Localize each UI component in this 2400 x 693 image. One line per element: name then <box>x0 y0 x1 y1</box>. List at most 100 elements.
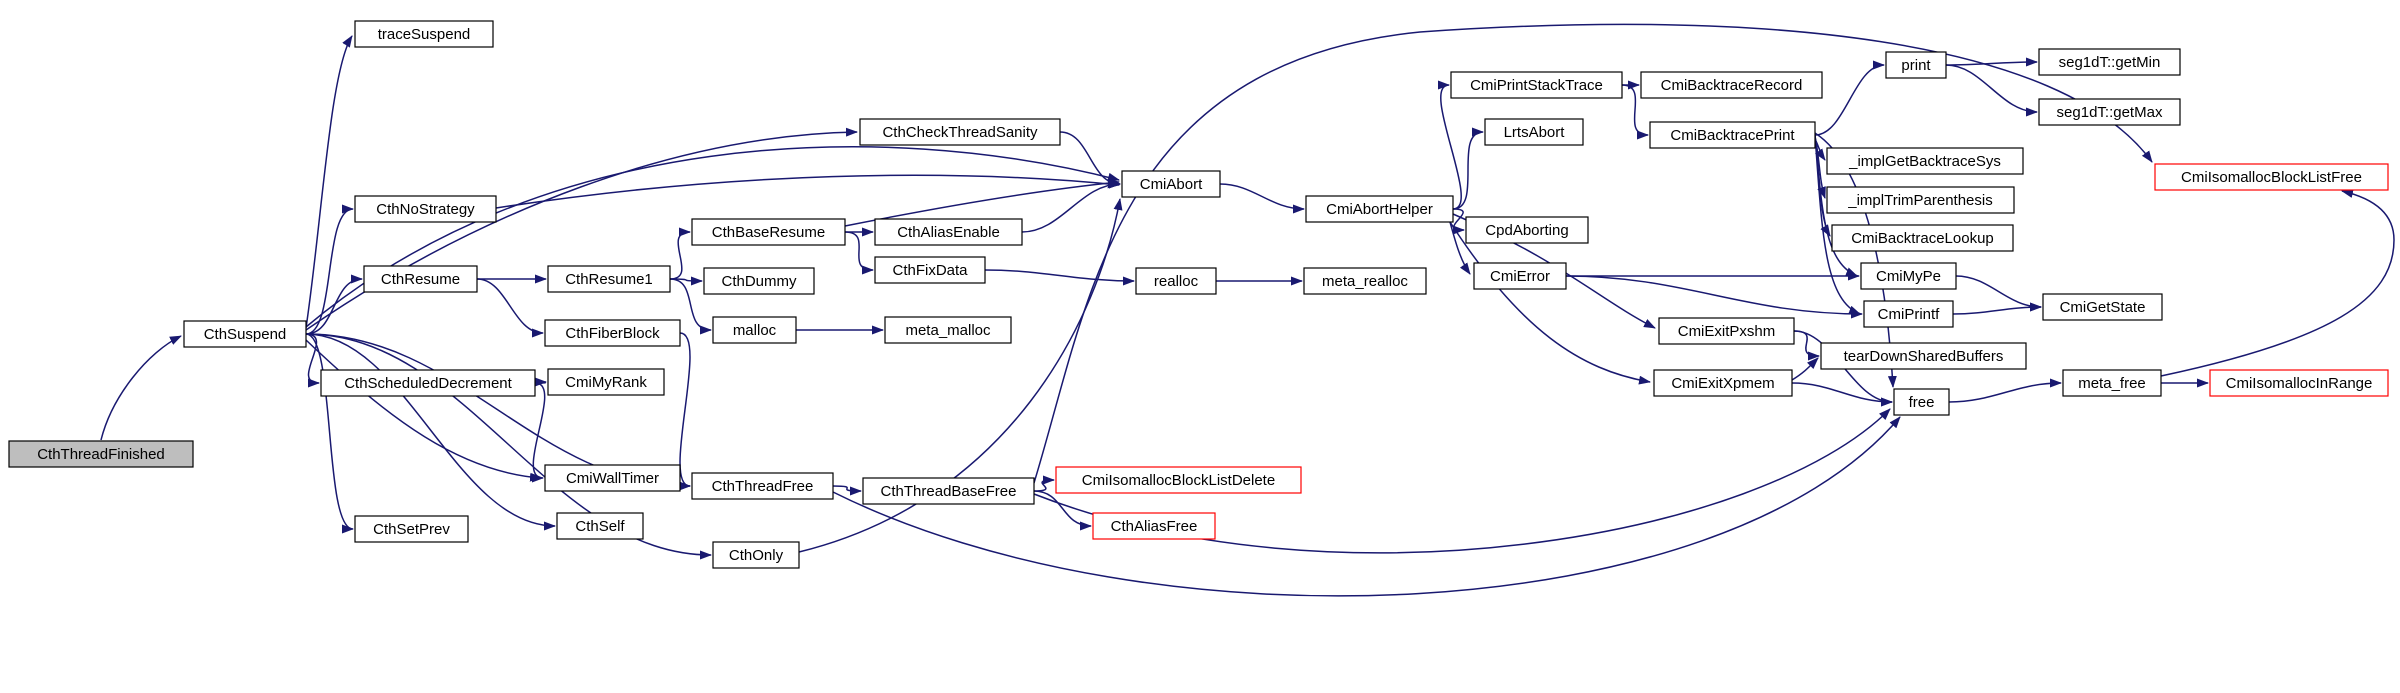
node-cththreadfinished[interactable]: CthThreadFinished <box>8 440 194 468</box>
node-box[interactable] <box>320 369 536 397</box>
node-cpdaborting[interactable]: CpdAborting <box>1465 216 1589 244</box>
node-cmierror[interactable]: CmiError <box>1473 262 1567 290</box>
node-box[interactable] <box>1473 262 1567 290</box>
node-print[interactable]: print <box>1885 51 1947 79</box>
node-box[interactable] <box>1826 147 2024 175</box>
node-cmibacktracerecord[interactable]: CmiBacktraceRecord <box>1640 71 1823 99</box>
node-cthaliasfree[interactable]: CthAliasFree <box>1092 512 1216 540</box>
node-box[interactable] <box>859 118 1061 146</box>
node-impltrimparenthesis[interactable]: _implTrimParenthesis <box>1826 186 2015 214</box>
node-cmiwalltimer[interactable]: CmiWallTimer <box>544 464 681 492</box>
node-box[interactable] <box>544 464 681 492</box>
node-box[interactable] <box>1863 300 1954 328</box>
node-cthsetprev[interactable]: CthSetPrev <box>354 515 469 543</box>
node-box[interactable] <box>1450 71 1623 99</box>
node-box[interactable] <box>712 541 800 569</box>
node-cmiaborthelper[interactable]: CmiAbortHelper <box>1305 195 1454 223</box>
node-cthsuspend[interactable]: CthSuspend <box>183 320 307 348</box>
node-cmiprintf[interactable]: CmiPrintf <box>1863 300 1954 328</box>
node-meta-malloc[interactable]: meta_malloc <box>884 316 1012 344</box>
node-box[interactable] <box>2062 369 2162 397</box>
node-cmiisomallocblocklistdelete[interactable]: CmiIsomallocBlockListDelete <box>1055 466 1302 494</box>
node-free[interactable]: free <box>1893 388 1950 416</box>
node-cthscheduleddecrement[interactable]: CthScheduledDecrement <box>320 369 536 397</box>
node-box[interactable] <box>1121 170 1221 198</box>
node-box[interactable] <box>703 267 815 295</box>
node-box[interactable] <box>1465 216 1589 244</box>
node-box[interactable] <box>691 218 846 246</box>
node-box[interactable] <box>354 20 494 48</box>
node-box[interactable] <box>1653 369 1793 397</box>
node-box[interactable] <box>1649 121 1816 149</box>
node-box[interactable] <box>712 316 797 344</box>
node-box[interactable] <box>1885 51 1947 79</box>
node-box[interactable] <box>1658 317 1795 345</box>
node-meta-free[interactable]: meta_free <box>2062 369 2162 397</box>
node-box[interactable] <box>1484 118 1584 146</box>
node-box[interactable] <box>691 472 834 500</box>
node-cthresume[interactable]: CthResume <box>363 265 478 293</box>
node-box[interactable] <box>2042 293 2163 321</box>
node-box[interactable] <box>1820 342 2027 370</box>
node-box[interactable] <box>544 319 681 347</box>
node-box[interactable] <box>1640 71 1823 99</box>
node-box[interactable] <box>1860 262 1957 290</box>
node-cmiexitpxshm[interactable]: CmiExitPxshm <box>1658 317 1795 345</box>
node-meta-realloc[interactable]: meta_realloc <box>1303 267 1427 295</box>
node-lrtsabort[interactable]: LrtsAbort <box>1484 118 1584 146</box>
node-box[interactable] <box>1092 512 1216 540</box>
node-box[interactable] <box>2038 98 2181 126</box>
node-box[interactable] <box>884 316 1012 344</box>
node-box[interactable] <box>1893 388 1950 416</box>
node-box[interactable] <box>2038 48 2181 76</box>
node-cmiabort[interactable]: CmiAbort <box>1121 170 1221 198</box>
node-box[interactable] <box>862 477 1035 505</box>
node-box[interactable] <box>8 440 194 468</box>
node-realloc[interactable]: realloc <box>1135 267 1217 295</box>
node-cthresume1[interactable]: CthResume1 <box>547 265 671 293</box>
node-box[interactable] <box>547 265 671 293</box>
node-box[interactable] <box>354 515 469 543</box>
node-cthbaseresume[interactable]: CthBaseResume <box>691 218 846 246</box>
node-cmiisomallocblocklistfree[interactable]: CmiIsomallocBlockListFree <box>2154 163 2389 191</box>
node-box[interactable] <box>354 195 497 223</box>
node-box[interactable] <box>363 265 478 293</box>
node-teardownsharedbuffers[interactable]: tearDownSharedBuffers <box>1820 342 2027 370</box>
node-cththreadbasefree[interactable]: CthThreadBaseFree <box>862 477 1035 505</box>
node-cthonly[interactable]: CthOnly <box>712 541 800 569</box>
node-box[interactable] <box>1305 195 1454 223</box>
node-cmiprintstacktrace[interactable]: CmiPrintStackTrace <box>1450 71 1623 99</box>
node-cthfixdata[interactable]: CthFixData <box>874 256 986 284</box>
node-tracesuspend[interactable]: traceSuspend <box>354 20 494 48</box>
node-malloc[interactable]: malloc <box>712 316 797 344</box>
node-box[interactable] <box>547 368 665 396</box>
node-cmimype[interactable]: CmiMyPe <box>1860 262 1957 290</box>
node-box[interactable] <box>1135 267 1217 295</box>
node-box[interactable] <box>1831 224 2014 252</box>
node-cmibacktracelookup[interactable]: CmiBacktraceLookup <box>1831 224 2014 252</box>
node-cmigetstate[interactable]: CmiGetState <box>2042 293 2163 321</box>
node-box[interactable] <box>1303 267 1427 295</box>
node-seg1dt-getmin[interactable]: seg1dT::getMin <box>2038 48 2181 76</box>
node-box[interactable] <box>183 320 307 348</box>
node-box[interactable] <box>1826 186 2015 214</box>
node-cthcheckthreadsanity[interactable]: CthCheckThreadSanity <box>859 118 1061 146</box>
node-box[interactable] <box>2154 163 2389 191</box>
node-implgetbacktracesys[interactable]: _implGetBacktraceSys <box>1826 147 2024 175</box>
node-cthdummy[interactable]: CthDummy <box>703 267 815 295</box>
node-cthnostrategy[interactable]: CthNoStrategy <box>354 195 497 223</box>
node-box[interactable] <box>874 218 1023 246</box>
node-box[interactable] <box>874 256 986 284</box>
node-cthself[interactable]: CthSelf <box>556 512 644 540</box>
node-seg1dt-getmax[interactable]: seg1dT::getMax <box>2038 98 2181 126</box>
node-box[interactable] <box>1055 466 1302 494</box>
node-cthfiberblock[interactable]: CthFiberBlock <box>544 319 681 347</box>
node-cmiexitxpmem[interactable]: CmiExitXpmem <box>1653 369 1793 397</box>
node-cmiisomallocinrange[interactable]: CmiIsomallocInRange <box>2209 369 2389 397</box>
node-cthaliasenable[interactable]: CthAliasEnable <box>874 218 1023 246</box>
node-cmibacktraceprint[interactable]: CmiBacktracePrint <box>1649 121 1816 149</box>
node-box[interactable] <box>2209 369 2389 397</box>
node-box[interactable] <box>556 512 644 540</box>
node-cththreadfree[interactable]: CthThreadFree <box>691 472 834 500</box>
node-cmimyrank[interactable]: CmiMyRank <box>547 368 665 396</box>
